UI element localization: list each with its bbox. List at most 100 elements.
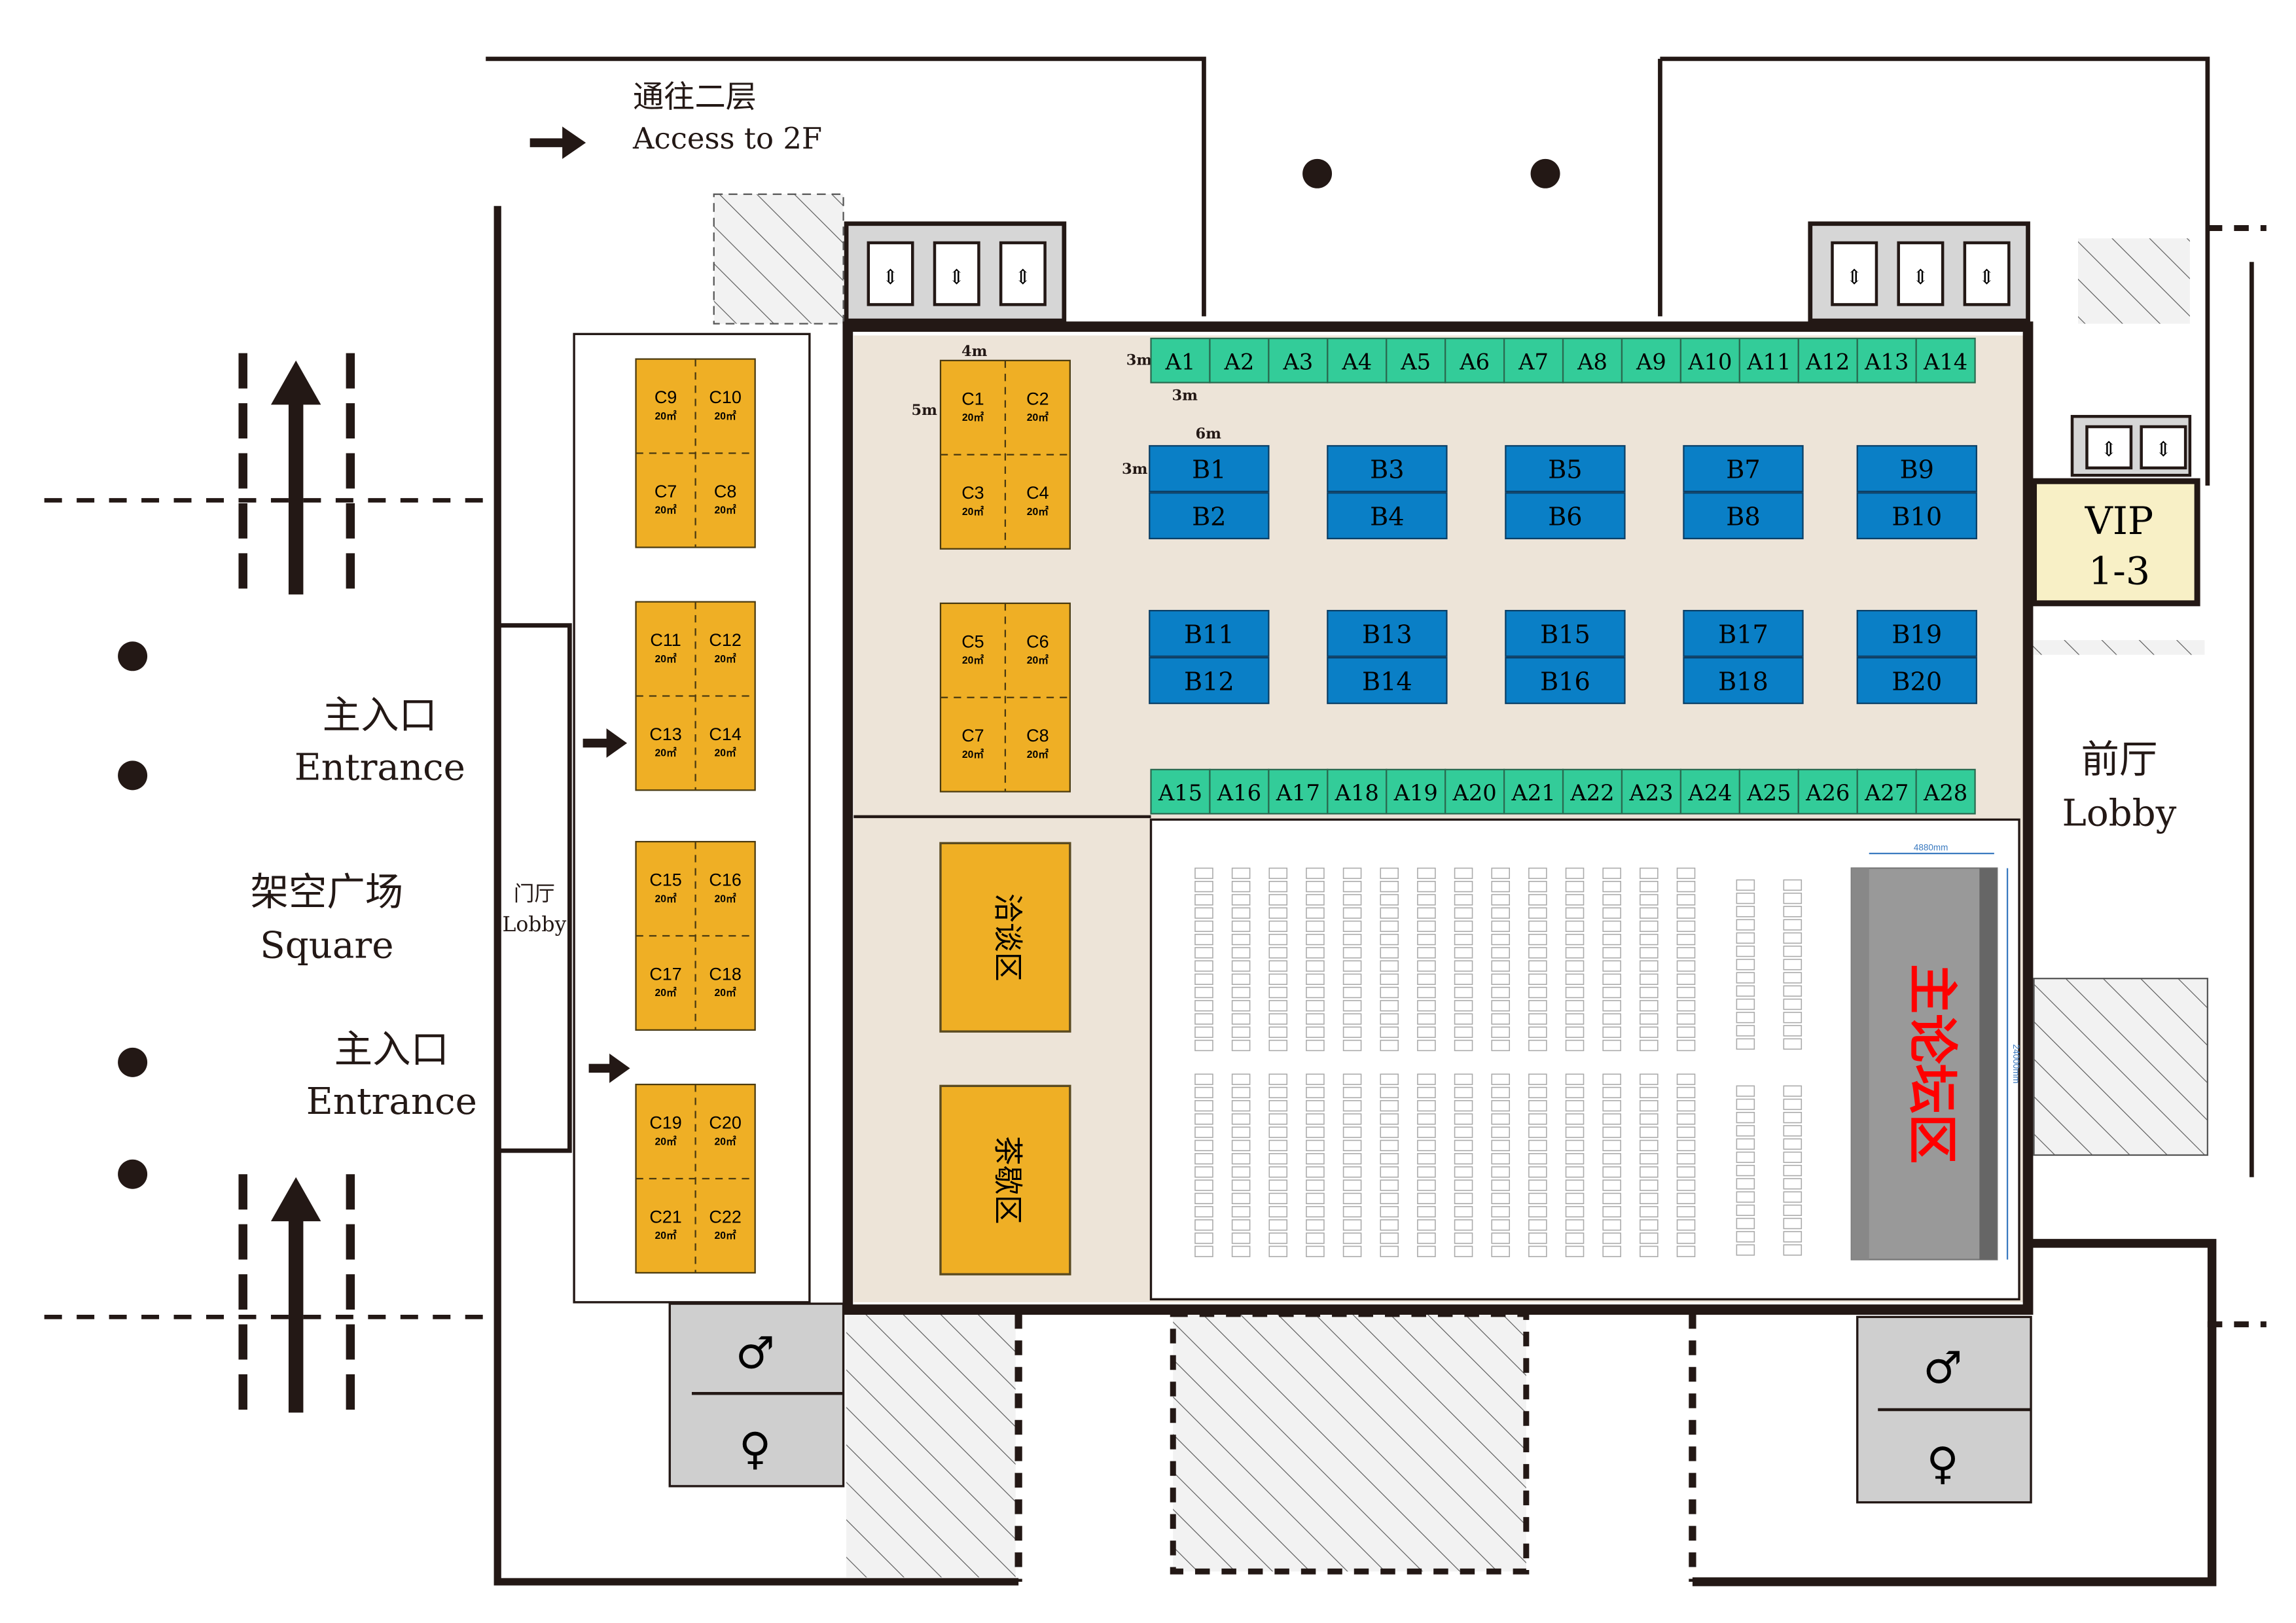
booth-label: B13 (1362, 621, 1412, 650)
booth-A22[interactable] (1562, 768, 1623, 815)
booth-B19[interactable] (1856, 609, 1977, 657)
booth-B8[interactable] (1683, 492, 1804, 540)
seat (1306, 1073, 1325, 1085)
seat (1417, 1232, 1436, 1244)
seat (1602, 1166, 1621, 1178)
seat (1640, 907, 1659, 919)
booth-label: A6 (1459, 349, 1490, 374)
booth-A17[interactable] (1268, 768, 1329, 815)
booth-A18[interactable] (1327, 768, 1388, 815)
booth-B1[interactable] (1149, 445, 1270, 493)
booth-A3[interactable] (1268, 338, 1329, 383)
seat (1231, 960, 1251, 972)
seat (1736, 998, 1755, 1010)
booth-B18[interactable] (1683, 656, 1804, 704)
seat (1491, 947, 1510, 959)
booth-label: C9 (655, 387, 677, 407)
seat (1565, 894, 1585, 906)
tea-break-area[interactable] (939, 1084, 1071, 1275)
booth-label: A12 (1805, 349, 1850, 374)
seat (1602, 1232, 1621, 1244)
seat (1736, 932, 1755, 944)
booth-A9[interactable] (1621, 338, 1682, 383)
seat (1306, 881, 1325, 893)
booth-A7[interactable] (1503, 338, 1564, 383)
booth-B10[interactable] (1856, 492, 1977, 540)
seat (1342, 1179, 1362, 1191)
booth-A11[interactable] (1738, 338, 1799, 383)
seat (1736, 1012, 1755, 1024)
booth-B13[interactable] (1327, 609, 1448, 657)
seat (1528, 947, 1547, 959)
seat (1602, 907, 1621, 919)
booth-B6[interactable] (1505, 492, 1626, 540)
booth-label: B6 (1548, 503, 1582, 532)
seat (1783, 1151, 1803, 1164)
booth-B14[interactable] (1327, 656, 1448, 704)
seat (1783, 932, 1803, 944)
seat (1565, 933, 1585, 946)
booth-A10[interactable] (1679, 338, 1740, 383)
booth-B4[interactable] (1327, 492, 1448, 540)
elevator-icon (1897, 241, 1945, 306)
booth-A13[interactable] (1856, 338, 1917, 383)
entrance-arrows (270, 126, 630, 1413)
booth-label: C8 (714, 482, 736, 501)
seat (1676, 1000, 1696, 1012)
seat (1676, 894, 1696, 906)
seat (1380, 1219, 1399, 1231)
booth-A16[interactable] (1209, 768, 1270, 815)
seat (1736, 1164, 1755, 1177)
booth-B16[interactable] (1505, 656, 1626, 704)
booth-A6[interactable] (1444, 338, 1505, 383)
seat (1640, 1073, 1659, 1085)
booth-B2[interactable] (1149, 492, 1270, 540)
seat (1676, 1073, 1696, 1085)
seat (1736, 959, 1755, 971)
booth-label: A4 (1341, 349, 1372, 374)
booth-A20[interactable] (1444, 768, 1505, 815)
seat (1231, 907, 1251, 919)
seat (1417, 1000, 1436, 1012)
booth-B7[interactable] (1683, 445, 1804, 493)
booth-A23[interactable] (1621, 768, 1682, 815)
booth-label: A15 (1158, 780, 1202, 806)
seat (1342, 1192, 1362, 1204)
seat (1306, 1166, 1325, 1178)
booth-A27[interactable] (1856, 768, 1917, 815)
seat (1783, 959, 1803, 971)
seat (1491, 894, 1510, 906)
booth-A4[interactable] (1327, 338, 1388, 383)
booth-A19[interactable] (1386, 768, 1446, 815)
seat (1306, 894, 1325, 906)
vip-room[interactable] (2031, 478, 2200, 607)
main-forum-stage[interactable]: 主论坛区 4880mm 24000mm (1850, 843, 2021, 1260)
booth-B15[interactable] (1505, 609, 1626, 657)
booth-B5[interactable] (1505, 445, 1626, 493)
booth-A24[interactable] (1679, 768, 1740, 815)
booth-A15[interactable] (1150, 768, 1211, 815)
booth-A26[interactable] (1797, 768, 1858, 815)
booth-B20[interactable] (1856, 656, 1977, 704)
booth-A2[interactable] (1209, 338, 1270, 383)
negotiation-area[interactable] (939, 842, 1071, 1033)
seat (1194, 894, 1213, 906)
seat (1454, 1073, 1473, 1085)
booth-B3[interactable] (1327, 445, 1448, 493)
seat (1268, 933, 1288, 946)
booth-A25[interactable] (1738, 768, 1799, 815)
booth-B9[interactable] (1856, 445, 1977, 493)
seat (1380, 1152, 1399, 1165)
booth-B17[interactable] (1683, 609, 1804, 657)
booth-B11[interactable] (1149, 609, 1270, 657)
booth-B12[interactable] (1149, 656, 1270, 704)
seat (1783, 893, 1803, 904)
stage-width-label: 4880mm (1914, 843, 1948, 853)
seat (1231, 986, 1251, 999)
seat (1491, 1100, 1510, 1112)
booth-A14[interactable] (1915, 338, 1976, 383)
booth-A28[interactable] (1915, 768, 1976, 815)
booth-area: 20㎡ (715, 1135, 736, 1147)
seat (1736, 945, 1755, 957)
seat (1602, 1039, 1621, 1052)
